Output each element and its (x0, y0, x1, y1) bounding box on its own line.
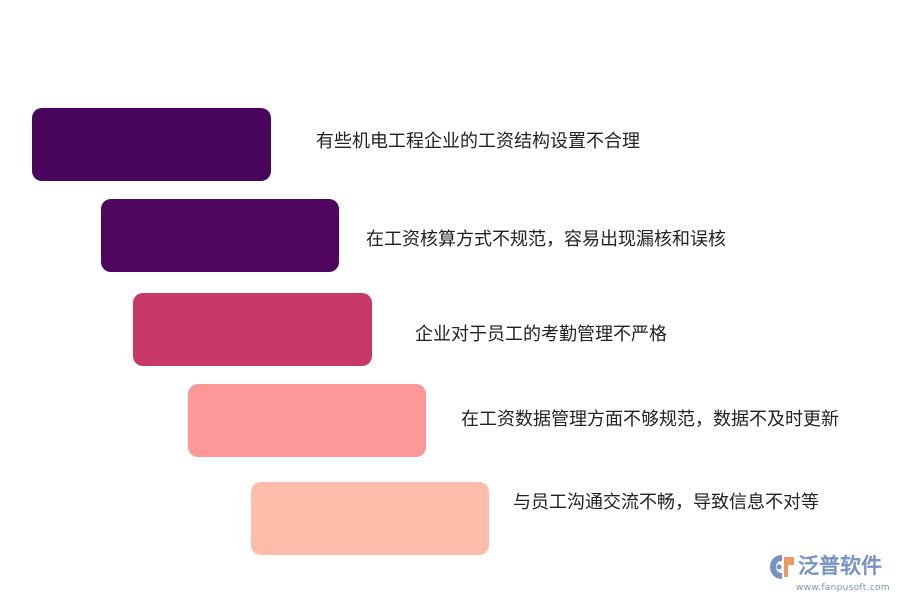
step-label-3: 企业对于员工的考勤管理不严格 (415, 324, 667, 345)
step-bar-4 (188, 384, 426, 457)
watermark-name: 泛普软件 (798, 554, 882, 578)
step-bar-1 (32, 108, 271, 181)
watermark-logo: 泛普软件 www.fanpusoft.com (768, 551, 896, 597)
step-label-1: 有些机电工程企业的工资结构设置不合理 (316, 131, 640, 152)
step-label-4: 在工资数据管理方面不够规范，数据不及时更新 (461, 409, 839, 430)
step-label-2: 在工资核算方式不规范，容易出现漏核和误核 (366, 229, 726, 250)
step-bar-2 (101, 199, 339, 272)
fanpu-logo-icon (768, 553, 796, 581)
step-bar-5 (251, 482, 489, 555)
step-label-5: 与员工沟通交流不畅，导致信息不对等 (513, 492, 819, 513)
watermark-url: www.fanpusoft.com (796, 583, 890, 593)
step-bar-3 (133, 293, 372, 366)
